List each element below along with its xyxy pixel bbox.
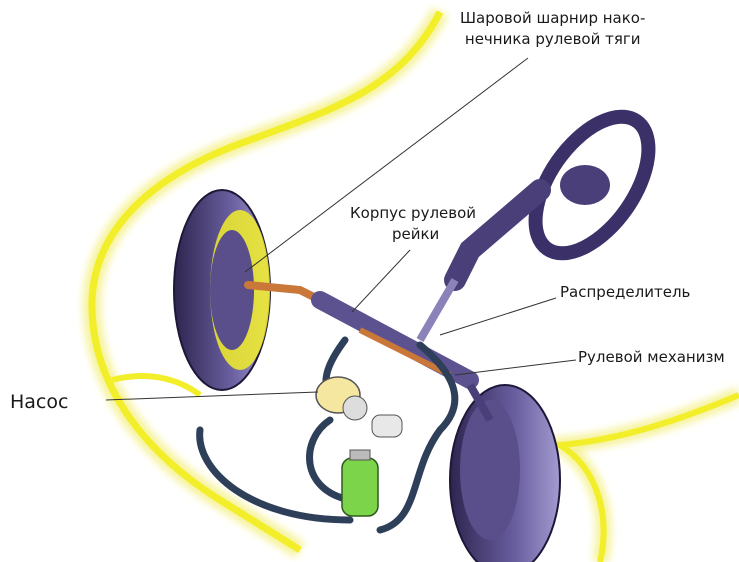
label-ball-joint-line2: нечника рулевой тяги <box>464 30 641 48</box>
label-ball-joint-line1: Шаровой шарнир нако- <box>460 9 646 27</box>
label-steering-gear: Рулевой механизм <box>578 348 725 366</box>
label-valve: Распределитель <box>560 283 691 301</box>
left-wheel <box>173 189 271 391</box>
pump <box>315 376 403 438</box>
steering-wheel <box>416 109 656 343</box>
hoses <box>196 336 459 534</box>
label-ball-joint: Шаровой шарнир нако- нечника рулевой тяг… <box>460 8 645 50</box>
label-rack-housing-line1: Корпус рулевой <box>350 204 477 222</box>
label-rack-housing: Корпус рулевой рейки <box>350 203 476 245</box>
car-body-outline <box>82 7 739 562</box>
label-pump: Насос <box>10 391 69 413</box>
fluid-reservoir <box>341 449 379 517</box>
leader-lines <box>105 57 577 401</box>
label-rack-housing-line2: рейки <box>392 225 440 243</box>
right-wheel <box>449 384 561 562</box>
